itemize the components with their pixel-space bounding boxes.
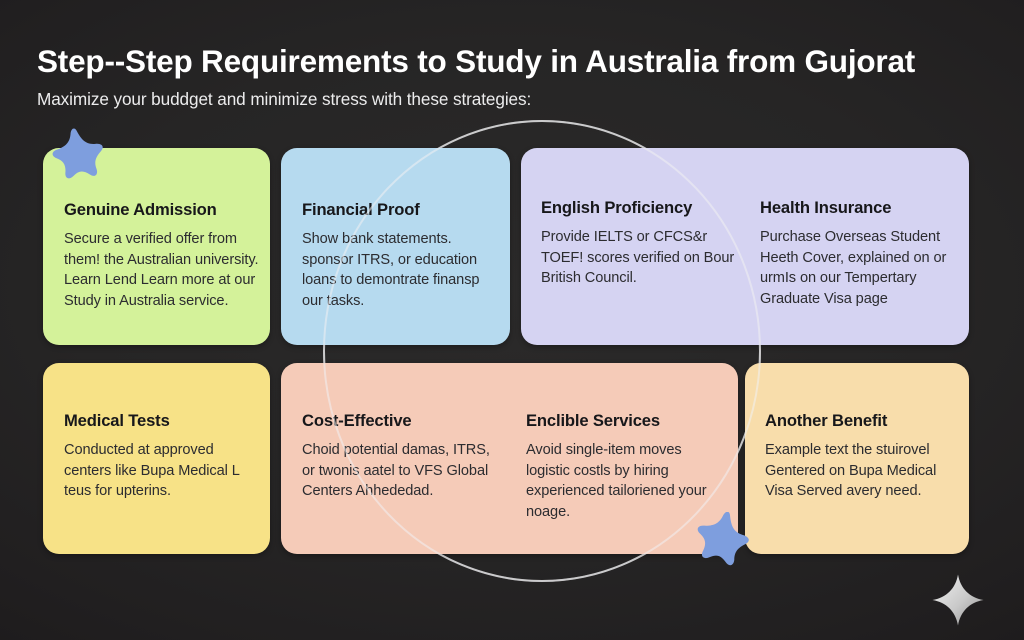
card-body: Secure a verified offer from them! the A… — [64, 230, 259, 310]
card-body: Example text the stuirovel Gentered on B… — [765, 441, 937, 500]
card-title: Financial Proof — [302, 200, 420, 219]
card-title: Medical Tests — [64, 411, 170, 430]
card-title: English Proficiency — [541, 198, 693, 217]
card-body: Show bank statements. sponsor ITRS, or e… — [302, 230, 480, 310]
card-body: Provide IELTS or CFCS&r TOEF! scores ver… — [541, 228, 735, 287]
card-title: Enclible Services — [526, 411, 660, 430]
card-title: Health Insurance — [760, 198, 892, 217]
card-title: Another Benefit — [765, 411, 888, 430]
card-title: Cost-Effective — [302, 411, 412, 430]
card-body: Choid potential damas, ITRS, or twonis a… — [302, 441, 490, 500]
card-body: Avoid single-item moves logistic costls … — [526, 441, 707, 521]
sparkle-icon — [932, 574, 984, 626]
card-title: Genuine Admission — [64, 200, 217, 219]
card-body: Purchase Overseas Student Heeth Cover, e… — [760, 228, 947, 308]
page-subtitle: Maximize your buddget and minimize stres… — [37, 88, 532, 109]
card-body: Conducted at approved centers like Bupa … — [64, 441, 240, 500]
page-title: Step--Step Requirements to Study in Aust… — [37, 43, 916, 79]
slide-header: Step--Step Requirements to Study in Aust… — [37, 43, 987, 110]
